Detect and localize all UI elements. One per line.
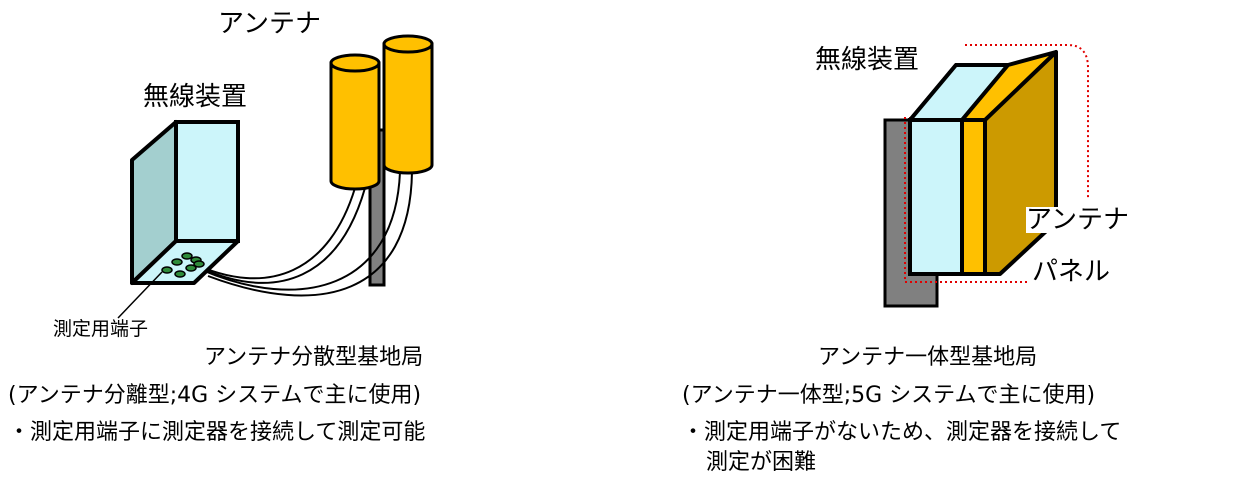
antenna-panel-outline (904, 44, 1089, 283)
right-title: アンテナ一体型基地局 (818, 345, 1038, 370)
integrated-radio-front (908, 118, 964, 276)
antenna-cylinder-2 (382, 34, 434, 175)
right-bullet-line2: 測定が困難 (706, 450, 817, 475)
port-label: 測定用端子 (53, 318, 149, 340)
antenna-cylinder-1 (329, 53, 381, 191)
right-subtitle: (アンテナ一体型;5G システムで主に使用) (682, 383, 1096, 408)
port-leader-line (117, 271, 163, 319)
left-title: アンテナ分散型基地局 (204, 345, 424, 370)
right-radio-label: 無線装置 (815, 45, 922, 75)
left-bullet: ・測定用端子に測定器を接続して測定可能 (8, 420, 426, 445)
left-antenna-label: アンテナ (218, 9, 321, 39)
measurement-ports (161, 252, 205, 278)
right-antenna-label: アンテナ (1026, 207, 1133, 233)
left-radio-label: 無線装置 (143, 82, 248, 112)
distributed-station-illustration (117, 34, 434, 319)
antenna-panel-top (960, 50, 1058, 122)
antenna-panel-front (960, 118, 987, 276)
right-panel-label: パネル (1032, 257, 1111, 287)
left-subtitle: (アンテナ分離型;4G システムで主に使用) (8, 383, 422, 408)
antenna-cables (189, 171, 413, 297)
radio-device-box (130, 120, 240, 285)
right-bullet-line1: ・測定用端子がないため、測定器を接続して (682, 420, 1122, 445)
